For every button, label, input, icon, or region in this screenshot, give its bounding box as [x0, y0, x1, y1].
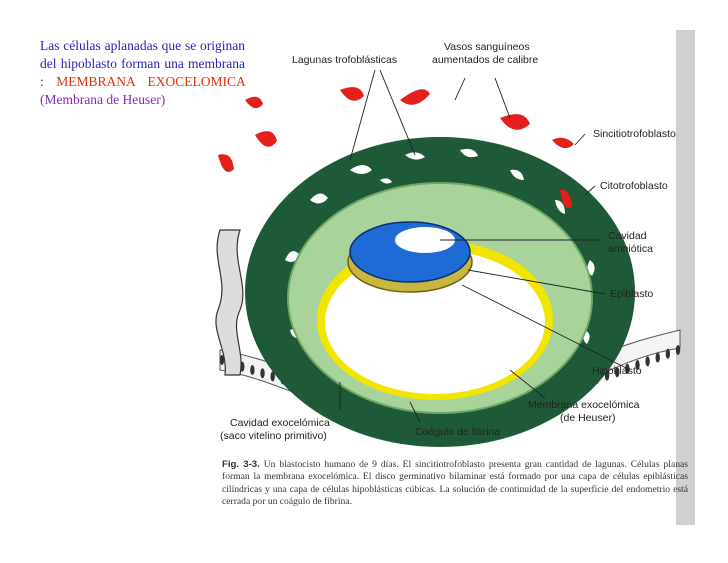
label-amniotic-2: amniótica	[608, 243, 653, 255]
label-membrane-1: Membrana exocelómica	[528, 399, 640, 411]
caption-figure-number: Fig. 3-3.	[222, 459, 260, 470]
endometrium-cell	[645, 356, 650, 367]
label-exocoelomic-2: (saco vitelino primitivo)	[220, 430, 327, 442]
figure-caption: Fig. 3-3. Un blastocisto humano de 9 día…	[222, 459, 688, 508]
intro-heuser-note: (Membrana de Heuser)	[40, 92, 166, 107]
endometrium-cell	[270, 371, 275, 382]
blastocyst-figure: Lagunas trofoblásticas Vasos sanguíneos …	[200, 30, 695, 525]
blood-vessels	[218, 87, 574, 208]
leader-lines	[339, 69, 631, 423]
endometrium-cell	[260, 368, 265, 379]
label-exocoelomic-1: Cavidad exocelómica	[230, 417, 330, 429]
endometrium-cell	[655, 352, 660, 363]
endometrium-cell	[615, 367, 620, 378]
label-epiblast: Epiblasto	[610, 288, 653, 300]
page-edge-shadow	[676, 30, 695, 525]
label-hypoblast: Hipoblasto	[592, 365, 642, 377]
endometrium-cell	[675, 345, 681, 355]
caption-text: Un blastocisto humano de 9 días. El sinc…	[222, 459, 688, 507]
endometrium-cell	[250, 364, 255, 375]
intro-part-1: Las células aplanadas que se originan de…	[40, 38, 245, 89]
intro-membrane-name: MEMBRANA EXOCELOMICA	[56, 74, 245, 89]
label-amniotic-1: Cavidad	[608, 230, 647, 242]
label-syncytiotrophoblast: Sincitiotrofoblasto	[593, 128, 676, 140]
label-membrane-2: (de Heuser)	[560, 412, 615, 424]
endometrium-cell	[635, 360, 640, 371]
blastocyst-illustration: Lagunas trofoblásticas Vasos sanguíneos …	[215, 30, 695, 525]
label-vessels-2: aumentados de calibre	[432, 54, 538, 66]
endometrium-cell	[665, 348, 671, 359]
label-fibrin-clot: Coágulo de fibrina	[415, 426, 500, 438]
endometrial-gland	[215, 229, 244, 376]
label-lacunae: Lagunas trofoblásticas	[292, 54, 397, 66]
label-cytotrophoblast: Citotrofoblasto	[600, 180, 668, 192]
endometrium-cell	[219, 355, 225, 365]
label-vessels-1: Vasos sanguíneos	[444, 41, 530, 53]
intro-text: Las células aplanadas que se originan de…	[40, 37, 245, 109]
amniotic-cavity	[395, 227, 455, 253]
